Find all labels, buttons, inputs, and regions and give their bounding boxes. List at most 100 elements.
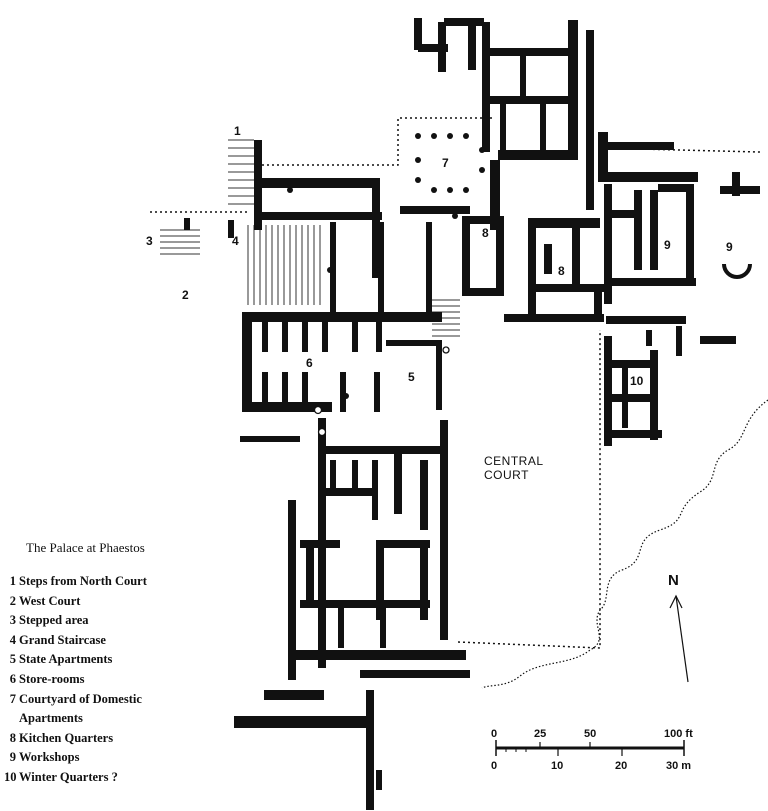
wall <box>498 150 578 160</box>
wall <box>376 540 384 620</box>
column-base <box>327 267 333 273</box>
wall <box>240 436 300 442</box>
scale-bar <box>495 740 685 756</box>
wall <box>366 690 374 810</box>
eroded-edge <box>481 399 768 689</box>
legend-num: 10 <box>4 769 17 784</box>
north-arrow <box>669 594 689 683</box>
wall <box>262 372 268 406</box>
legend-num: 5 <box>9 652 16 667</box>
wall <box>482 22 490 152</box>
wall <box>622 368 628 428</box>
column-base <box>479 147 485 153</box>
wall <box>612 278 696 286</box>
wall <box>300 600 430 608</box>
legend-label: Workshops <box>19 750 80 765</box>
legend-label: Store-rooms <box>19 671 85 686</box>
legend-num: 6 <box>9 671 16 686</box>
legend-label: Grand Staircase <box>19 632 106 647</box>
wall <box>438 22 446 72</box>
wall <box>686 192 694 282</box>
wall <box>720 186 760 194</box>
scale-ft-0: 0 <box>491 728 498 740</box>
wall <box>386 340 436 346</box>
wall <box>612 360 656 368</box>
dotted-boundary <box>457 330 601 649</box>
legend-label: Winter Quarters ? <box>19 769 118 784</box>
wall <box>288 500 296 680</box>
wall <box>604 336 612 446</box>
scale-m-0: 0 <box>491 760 498 772</box>
wall <box>228 220 234 238</box>
column-base <box>431 187 437 193</box>
wall <box>676 326 682 356</box>
map-label-10: 10 <box>630 374 644 388</box>
legend-label: Stepped area <box>19 613 89 628</box>
central-court-line2: COURT <box>484 468 529 482</box>
wall <box>594 292 602 322</box>
wall <box>372 460 378 520</box>
wall <box>650 350 658 440</box>
scale-m-30: 30 m <box>666 760 692 772</box>
north-label: N <box>668 572 679 589</box>
map-label-4: 4 <box>232 234 239 248</box>
wall <box>658 184 694 192</box>
wall <box>302 372 308 406</box>
map-label-8b: 8 <box>558 264 565 278</box>
wall <box>586 30 594 210</box>
wall <box>400 206 470 214</box>
wall <box>646 330 652 346</box>
wall <box>282 322 288 352</box>
stepped-area-hatch <box>160 229 200 255</box>
steps-north-hatch <box>228 139 254 205</box>
wall <box>490 160 500 230</box>
west-steps-hatch <box>247 225 321 305</box>
wall <box>420 540 428 620</box>
column-base <box>343 393 349 399</box>
legend-num: 9 <box>9 750 16 765</box>
legend-label: Apartments <box>19 711 83 726</box>
wall <box>262 322 268 352</box>
wall <box>352 322 358 352</box>
wall <box>254 140 262 230</box>
map-label-1: 1 <box>234 124 241 138</box>
legend-num: 4 <box>9 632 16 647</box>
wall <box>374 372 380 412</box>
wall <box>604 184 612 304</box>
column-base <box>447 187 453 193</box>
wall <box>426 222 432 312</box>
wall <box>378 222 384 312</box>
wall <box>444 18 484 26</box>
wall <box>262 178 372 188</box>
wall <box>234 716 370 728</box>
wall <box>242 312 442 322</box>
map-label-3: 3 <box>146 234 153 248</box>
wall <box>376 322 382 352</box>
wall <box>330 460 336 490</box>
legend-label: West Court <box>19 593 81 608</box>
wall <box>282 372 288 406</box>
column-base <box>442 346 450 354</box>
wall <box>604 142 674 150</box>
wall <box>540 104 546 154</box>
wall <box>330 222 336 312</box>
wall <box>394 454 402 514</box>
column-base <box>447 133 453 139</box>
wall <box>598 132 608 172</box>
scale-ft-25: 25 <box>534 728 547 740</box>
wall <box>380 540 430 548</box>
wall <box>264 690 324 700</box>
wall <box>700 336 736 344</box>
column-base <box>479 167 485 173</box>
wall <box>340 372 346 412</box>
dotted-boundary <box>597 147 761 153</box>
legend-num: 3 <box>9 613 16 628</box>
